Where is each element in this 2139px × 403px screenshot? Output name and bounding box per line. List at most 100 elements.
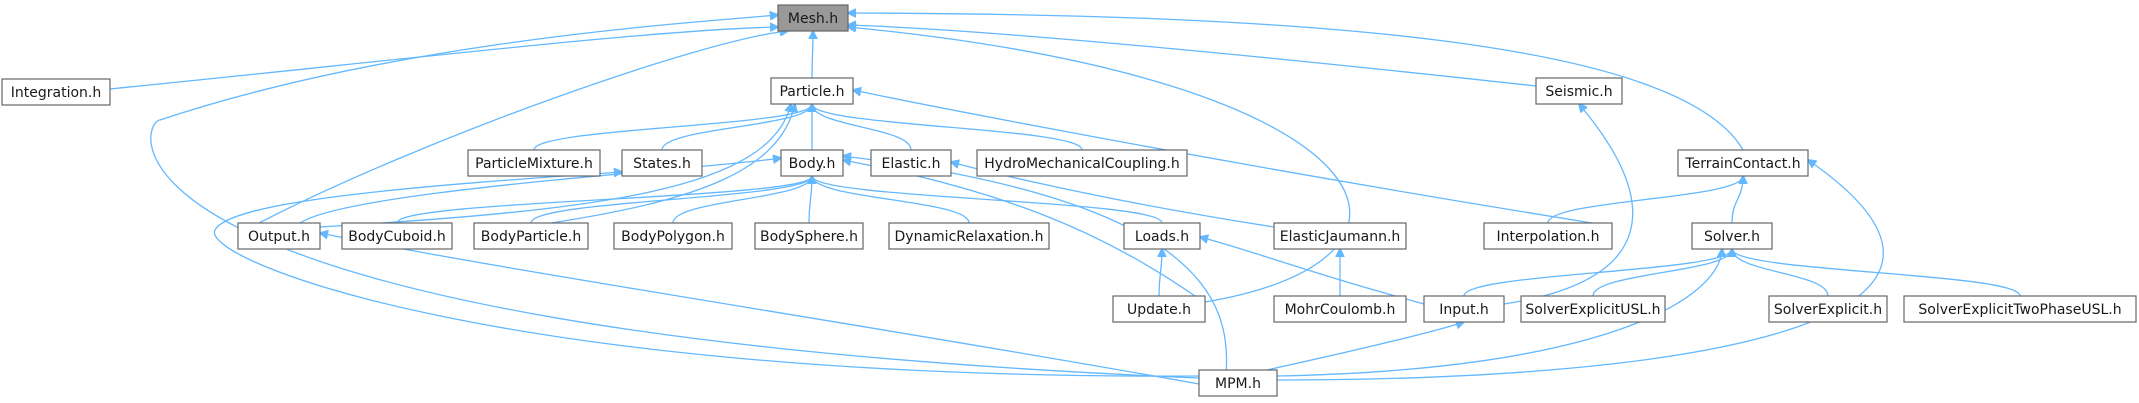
node-label: Interpolation.h <box>1497 229 1600 245</box>
node-label: ElasticJaumann.h <box>1280 229 1401 245</box>
edge-bodysphere-to-body <box>809 176 812 224</box>
node-label: Loads.h <box>1135 229 1189 245</box>
node-label: Elastic.h <box>881 156 940 172</box>
edge-solver-to-terraincontact <box>1731 176 1743 224</box>
edge-mpm-to-solver <box>1276 249 1722 377</box>
edge-bodypolygon-to-body <box>672 176 812 224</box>
node-label: Body.h <box>789 156 836 172</box>
node-box <box>976 149 1188 177</box>
node-label: BodyCuboid.h <box>348 229 446 245</box>
edge-loads-to-body <box>812 176 1163 224</box>
node-box <box>770 77 854 105</box>
edge-interpolation-to-particle <box>853 90 1593 224</box>
node-box <box>888 222 1050 250</box>
node-box <box>1 78 111 106</box>
node-hydromech[interactable]: HydroMechanicalCoupling.h <box>976 149 1188 177</box>
edge-particlemixture-to-particle <box>533 104 812 151</box>
edge-mpm-to-terraincontact <box>1276 160 1884 381</box>
node-box <box>780 149 844 177</box>
edge-solverexplicit-to-solver <box>1732 249 1829 297</box>
node-interpolation[interactable]: Interpolation.h <box>1483 222 1613 250</box>
node-bodypolygon[interactable]: BodyPolygon.h <box>613 222 733 250</box>
node-label: States.h <box>633 156 691 172</box>
node-label: Particle.h <box>779 84 844 100</box>
node-particlemixture[interactable]: ParticleMixture.h <box>467 149 601 177</box>
node-box <box>1273 222 1407 250</box>
edge-solver2phase-to-solver <box>1732 249 2021 297</box>
edge-output-to-particle <box>319 104 791 228</box>
node-elasticjaumann[interactable]: ElasticJaumann.h <box>1273 222 1407 250</box>
edge-elasticjaumann-to-elastic <box>951 162 1275 228</box>
node-mpm[interactable]: MPM.h <box>1198 369 1278 397</box>
node-box <box>237 222 321 250</box>
edge-terraincontact-to-mesh <box>848 13 1744 151</box>
edge-mpm-to-input <box>1266 322 1464 371</box>
edge-solverusl-to-solver <box>1592 249 1732 297</box>
node-box <box>1535 77 1623 105</box>
node-box <box>1123 222 1201 250</box>
node-box <box>621 149 703 177</box>
node-box <box>341 222 453 250</box>
node-bodycuboid[interactable]: BodyCuboid.h <box>341 222 453 250</box>
node-terraincontact[interactable]: TerrainContact.h <box>1677 149 1809 177</box>
node-box <box>1520 295 1666 323</box>
node-label: BodySphere.h <box>760 229 858 245</box>
node-solver[interactable]: Solver.h <box>1691 222 1773 250</box>
edge-bodycuboid-to-body <box>396 176 812 224</box>
edge-update-to-loads <box>1159 249 1162 297</box>
node-bodysphere[interactable]: BodySphere.h <box>754 222 864 250</box>
node-mesh[interactable]: Mesh.h <box>777 4 849 32</box>
node-mohrcoulomb[interactable]: MohrCoulomb.h <box>1273 295 1407 323</box>
node-particle[interactable]: Particle.h <box>770 77 854 105</box>
edge-bodyparticle-to-particle <box>550 104 795 224</box>
node-label: Seismic.h <box>1545 84 1612 100</box>
node-label: BodyPolygon.h <box>621 229 725 245</box>
node-label: Solver.h <box>1704 229 1760 245</box>
node-box <box>1483 222 1613 250</box>
node-label: ParticleMixture.h <box>475 156 593 172</box>
node-solverexplicit[interactable]: SolverExplicit.h <box>1768 295 1888 323</box>
node-box <box>473 222 589 250</box>
node-label: MohrCoulomb.h <box>1285 302 1396 318</box>
node-input[interactable]: Input.h <box>1423 295 1505 323</box>
node-bodyparticle[interactable]: BodyParticle.h <box>473 222 589 250</box>
node-label: MPM.h <box>1215 376 1261 392</box>
edge-mpm-to-output <box>320 233 1200 385</box>
node-box <box>1273 295 1407 323</box>
edge-seismic-to-mesh <box>848 25 1537 87</box>
node-output[interactable]: Output.h <box>237 222 321 250</box>
edge-particle-to-mesh <box>812 31 813 79</box>
edge-states-to-particle <box>661 104 812 151</box>
node-update[interactable]: Update.h <box>1112 295 1206 323</box>
node-box <box>1677 149 1809 177</box>
edge-input-to-seismic <box>1503 104 1634 305</box>
node-label: Mesh.h <box>788 11 838 27</box>
node-dynrelax[interactable]: DynamicRelaxation.h <box>888 222 1050 250</box>
node-seismic[interactable]: Seismic.h <box>1535 77 1623 105</box>
node-label: Input.h <box>1439 302 1489 318</box>
node-label: HydroMechanicalCoupling.h <box>984 156 1179 172</box>
edge-update-to-mesh <box>848 27 1351 303</box>
node-box <box>1112 295 1206 323</box>
edge-integration-to-mesh <box>109 27 778 90</box>
node-loads[interactable]: Loads.h <box>1123 222 1201 250</box>
node-solverusl[interactable]: SolverExplicitUSL.h <box>1520 295 1666 323</box>
node-integration[interactable]: Integration.h <box>1 78 111 106</box>
node-label: SolverExplicitTwoPhaseUSL.h <box>1918 302 2121 318</box>
edge-hydromech-to-particle <box>812 104 1083 151</box>
node-box <box>1423 295 1505 323</box>
edge-output-to-body <box>299 158 781 224</box>
node-label: DynamicRelaxation.h <box>895 229 1044 245</box>
edge-mpm-to-states <box>213 172 1200 377</box>
node-body[interactable]: Body.h <box>780 149 844 177</box>
node-box <box>613 222 733 250</box>
node-states[interactable]: States.h <box>621 149 703 177</box>
node-box <box>1691 222 1773 250</box>
node-box <box>754 222 864 250</box>
node-solver2phase[interactable]: SolverExplicitTwoPhaseUSL.h <box>1903 295 2137 323</box>
node-elastic[interactable]: Elastic.h <box>870 149 952 177</box>
node-label: SolverExplicitUSL.h <box>1525 302 1660 318</box>
edge-input-to-loads <box>1200 237 1425 305</box>
